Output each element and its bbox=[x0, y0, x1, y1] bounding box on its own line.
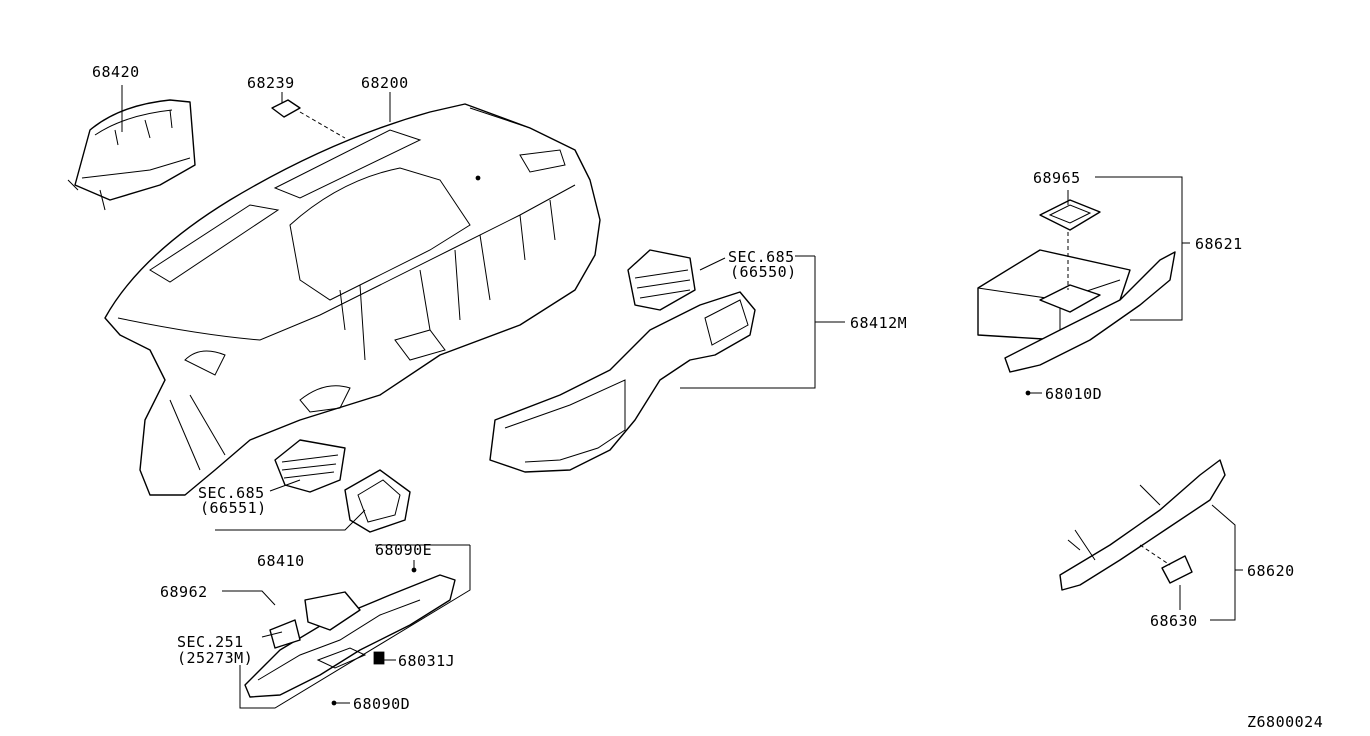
label-68412M: 68412M bbox=[850, 314, 907, 332]
part-68412M-lower-panel[interactable] bbox=[489, 291, 756, 473]
bracket-68621 bbox=[1095, 176, 1183, 321]
label-sec685-a: SEC.685 bbox=[728, 248, 795, 266]
part-68620-finisher[interactable] bbox=[1059, 459, 1226, 591]
label-sec251-sub: (25273M) bbox=[177, 649, 253, 667]
label-68962: 68962 bbox=[160, 583, 208, 601]
label-68031J: 68031J bbox=[398, 652, 455, 670]
label-68239: 68239 bbox=[247, 74, 295, 92]
label-sec685-b: SEC.685 bbox=[198, 484, 265, 502]
label-68090E: 68090E bbox=[375, 541, 432, 559]
label-68965: 68965 bbox=[1033, 169, 1081, 187]
leader-sec685-66551 bbox=[269, 479, 301, 492]
leader-68962 bbox=[222, 590, 276, 606]
part-68031J-clip[interactable] bbox=[373, 651, 385, 665]
part-68962-lower-cover[interactable] bbox=[244, 574, 456, 698]
label-68420: 68420 bbox=[92, 63, 140, 81]
leader-sec251 bbox=[261, 631, 283, 638]
diagram-id: Z6800024 bbox=[1247, 713, 1323, 731]
label-sec251: SEC.251 bbox=[177, 633, 244, 651]
part-68965-lid[interactable] bbox=[1039, 199, 1101, 231]
part-68410-vent-finisher[interactable] bbox=[344, 469, 411, 533]
label-68090D: 68090D bbox=[353, 695, 410, 713]
label-68620: 68620 bbox=[1247, 562, 1295, 580]
label-68010D: 68010D bbox=[1045, 385, 1102, 403]
part-68420-meter-hood[interactable] bbox=[67, 99, 196, 211]
label-68630: 68630 bbox=[1150, 612, 1198, 630]
part-68621-console-box[interactable] bbox=[977, 249, 1176, 373]
label-68621: 68621 bbox=[1195, 235, 1243, 253]
part-68200-instrument-panel[interactable] bbox=[104, 103, 601, 496]
label-68410: 68410 bbox=[257, 552, 305, 570]
label-sec685-b-sub: (66551) bbox=[200, 499, 267, 517]
bracket-68620 bbox=[1210, 504, 1236, 621]
bracket-68412M bbox=[680, 256, 816, 389]
leader-68410 bbox=[215, 509, 366, 531]
leader-sec685-66550 bbox=[699, 257, 726, 271]
dashed-link-68239 bbox=[299, 111, 346, 139]
part-side-vent[interactable] bbox=[627, 249, 696, 311]
label-68200: 68200 bbox=[361, 74, 409, 92]
part-center-vent[interactable] bbox=[274, 439, 346, 493]
part-68630-clip[interactable] bbox=[1161, 555, 1193, 584]
bracket-lower-cover bbox=[239, 545, 471, 709]
label-sec685-a-sub: (66550) bbox=[730, 263, 797, 281]
part-68239-pad[interactable] bbox=[271, 99, 301, 118]
